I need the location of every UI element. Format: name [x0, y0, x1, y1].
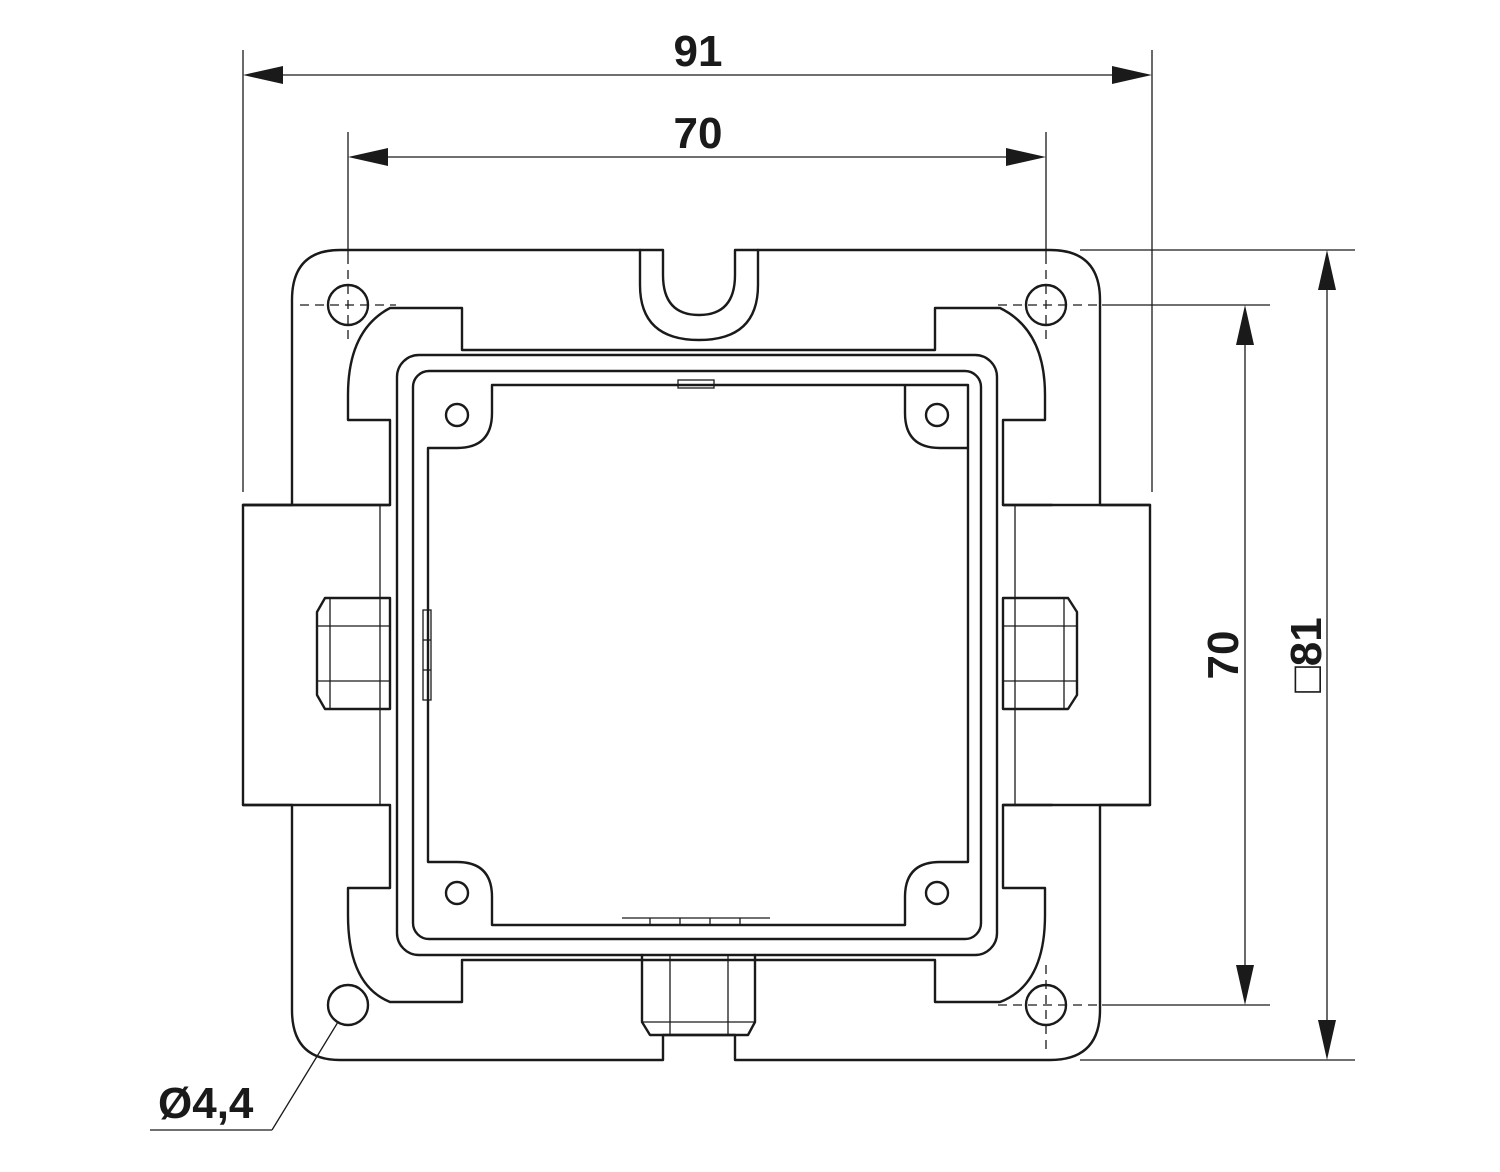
dimension-label-91: 91: [674, 27, 723, 76]
mounting-holes: [300, 255, 1100, 1050]
dimension-hole-spacing-horizontal: 70: [347, 109, 1047, 255]
inner-frame: [241, 306, 1152, 1004]
dimension-label-70-horizontal: 70: [674, 109, 723, 158]
dimension-hole-diameter: Ø4,4: [150, 1021, 339, 1131]
dimension-overall-width: 91: [242, 27, 1153, 492]
bottom-cable-gland: [640, 953, 757, 1037]
dimension-hole-spacing-vertical: 70: [1102, 304, 1270, 1006]
left-cable-gland: [315, 596, 392, 711]
right-cable-gland: [1001, 596, 1079, 711]
dimension-label-diameter: Ø4,4: [158, 1079, 254, 1128]
mounting-flange: [241, 248, 1152, 1062]
dimension-square-size: □81: [1080, 249, 1355, 1061]
dimension-label-70-vertical: 70: [1199, 631, 1248, 680]
dimension-label-81: □81: [1282, 617, 1331, 693]
inner-screw-holes: [444, 402, 950, 906]
housing-body: [395, 353, 999, 957]
